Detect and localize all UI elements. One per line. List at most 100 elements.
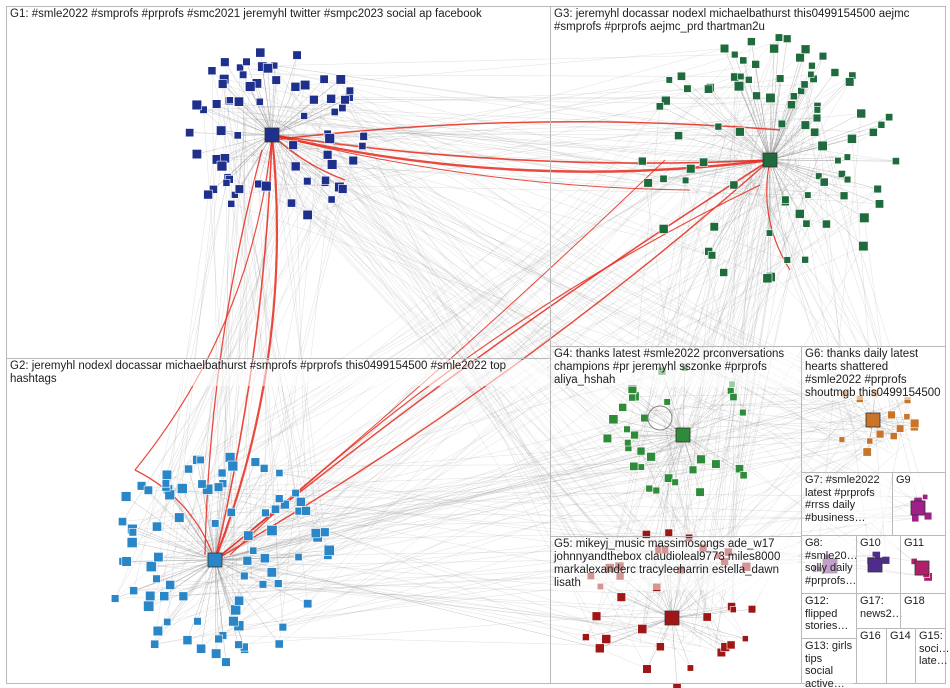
node	[327, 195, 336, 204]
node	[843, 175, 852, 184]
hub-node	[762, 152, 778, 168]
hub-node	[867, 557, 883, 573]
node	[735, 127, 745, 137]
node	[218, 79, 228, 89]
edge	[317, 131, 741, 538]
node	[696, 454, 706, 464]
node	[266, 567, 277, 578]
edge	[258, 134, 273, 185]
edge	[214, 457, 231, 561]
edge	[165, 486, 621, 577]
node	[909, 418, 920, 429]
node	[240, 571, 249, 581]
edge	[224, 79, 273, 136]
node	[661, 95, 671, 106]
edge	[769, 116, 890, 161]
edge	[196, 104, 273, 136]
edge	[242, 121, 871, 444]
node	[874, 199, 884, 209]
node	[628, 393, 637, 402]
node	[261, 508, 270, 517]
edge	[214, 472, 280, 561]
edge	[271, 134, 364, 137]
group-panel-g16: G16	[856, 628, 887, 684]
group-label-g4: G4: thanks latest #smle2022 prconversati…	[554, 348, 798, 387]
node	[674, 131, 683, 141]
node	[303, 177, 312, 186]
node	[287, 198, 296, 208]
edge	[239, 134, 273, 190]
edge	[203, 109, 897, 162]
node	[250, 457, 260, 467]
edge	[218, 367, 685, 488]
node	[671, 478, 679, 486]
edge	[271, 80, 277, 136]
node	[197, 479, 207, 489]
group-label-g11: G11	[904, 537, 942, 550]
edge	[214, 557, 265, 561]
edge	[196, 104, 719, 556]
node	[249, 546, 258, 555]
node	[695, 487, 705, 497]
node	[645, 484, 653, 493]
node	[877, 121, 886, 129]
edge	[132, 160, 643, 530]
edge	[271, 79, 341, 136]
edge	[665, 429, 684, 640]
nodes-layer	[111, 33, 933, 688]
node	[762, 273, 773, 284]
edge	[207, 134, 273, 195]
node	[866, 437, 874, 445]
edge	[627, 429, 684, 436]
edge	[166, 474, 661, 648]
group-label-g9: G9	[896, 474, 942, 487]
edge	[334, 111, 729, 553]
edge	[188, 468, 216, 561]
node	[303, 599, 313, 609]
node	[875, 429, 885, 439]
edge	[181, 174, 814, 531]
hub-node	[865, 412, 881, 428]
node	[184, 464, 193, 474]
edge	[323, 79, 635, 397]
node	[699, 157, 709, 167]
node	[203, 189, 213, 200]
hub-node	[664, 610, 680, 626]
edge	[324, 105, 818, 183]
edge	[769, 38, 788, 161]
node	[222, 179, 231, 187]
edge	[262, 90, 802, 585]
edge	[158, 556, 216, 561]
node	[781, 195, 790, 204]
edge	[271, 79, 325, 136]
node	[783, 256, 791, 264]
node	[602, 433, 612, 444]
node	[145, 561, 157, 572]
edge	[261, 113, 892, 454]
edge	[243, 116, 252, 578]
edge	[284, 79, 325, 505]
edge	[167, 559, 216, 623]
node	[655, 102, 664, 111]
edge	[271, 86, 296, 136]
highlight-edge	[134, 469, 216, 561]
edge	[203, 109, 666, 551]
edge	[122, 521, 216, 561]
edge	[222, 55, 298, 484]
group-label-g6: G6: thanks daily latest hearts shattered…	[805, 348, 942, 400]
edge	[156, 255, 713, 527]
node	[234, 96, 244, 107]
node	[802, 219, 811, 228]
node	[873, 184, 882, 194]
node	[683, 84, 692, 93]
edge	[201, 168, 691, 485]
node	[726, 640, 736, 650]
edge	[221, 134, 273, 167]
edge	[197, 276, 771, 622]
node	[747, 37, 756, 46]
edge	[682, 383, 733, 436]
node	[704, 84, 714, 94]
edge	[246, 118, 757, 164]
group-panel-g1: G1: #smle2022 #smprofs #prprofs #smc2021…	[6, 6, 551, 359]
node	[128, 528, 137, 537]
